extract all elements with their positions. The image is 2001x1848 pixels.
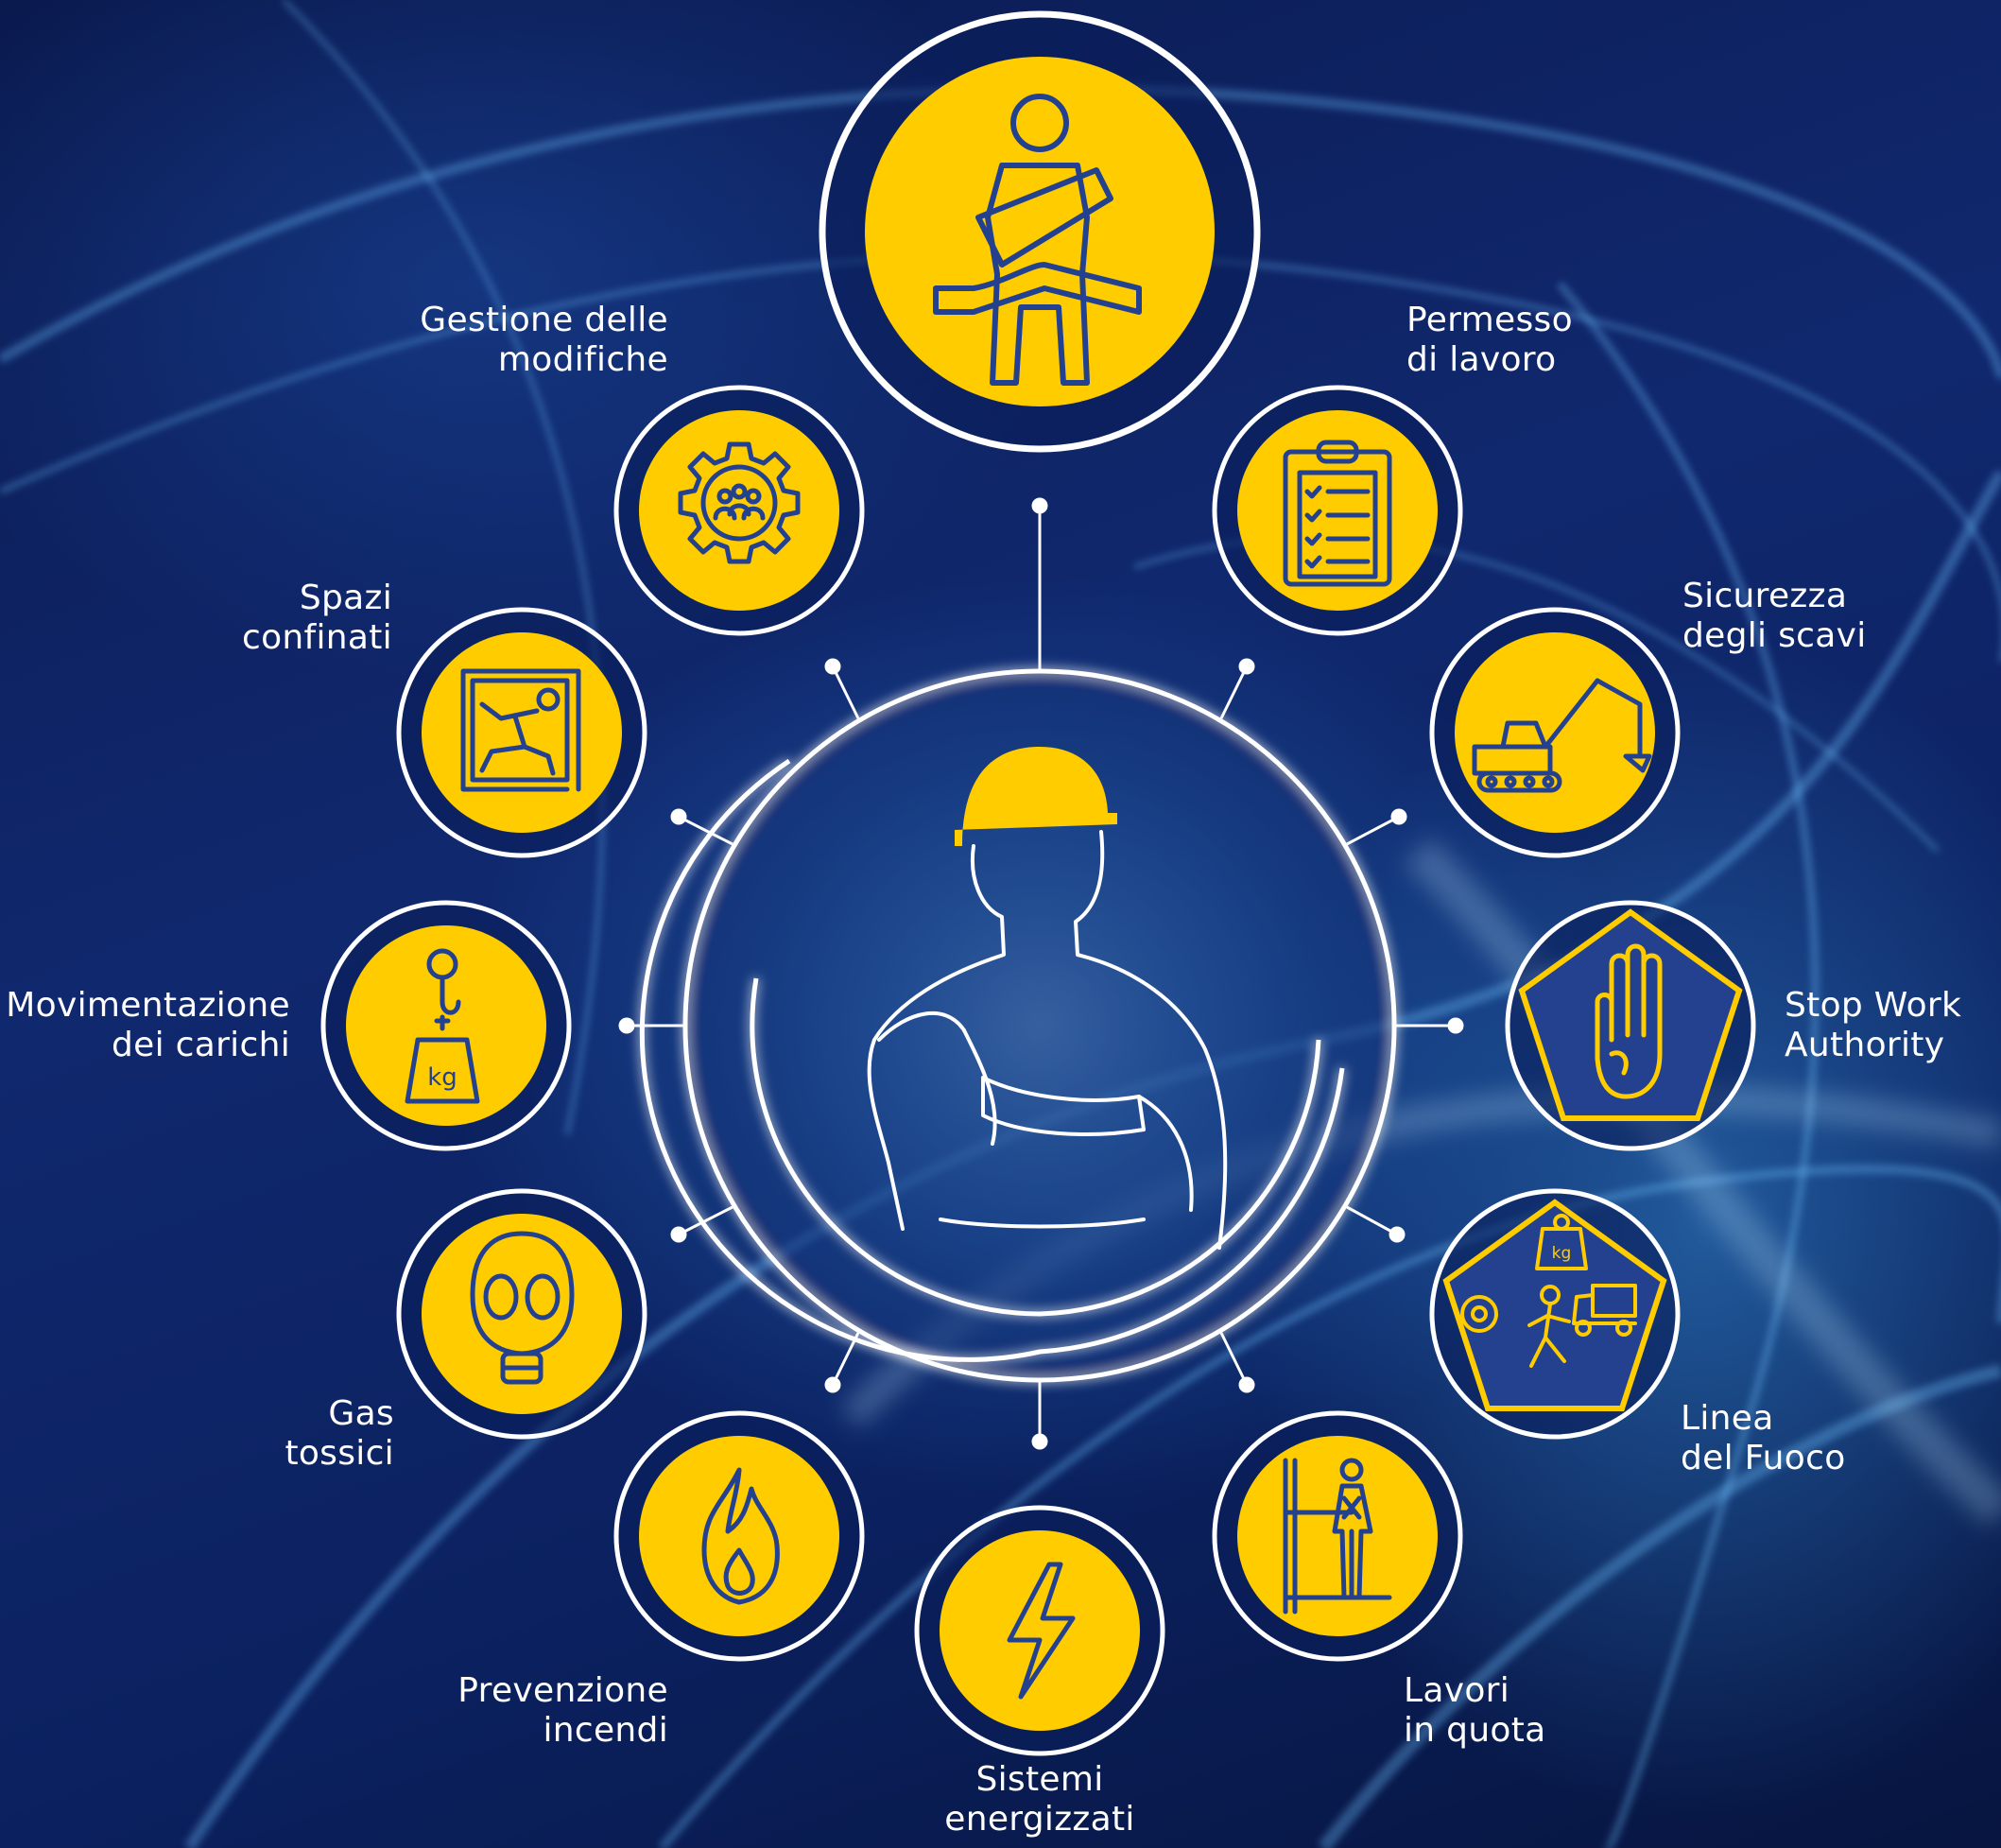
label-linea-del-fuoco: Linea del Fuoco [1681, 1399, 1846, 1477]
seatbelt-icon [933, 94, 1142, 386]
satellite-linea-del-fuoco: kg [1429, 1188, 1681, 1440]
clipboard-checklist-icon [1283, 440, 1392, 587]
satellite-permesso-di-lavoro [1212, 385, 1463, 636]
gas-mask-icon [470, 1231, 575, 1385]
excavator-icon [1472, 678, 1652, 793]
satellite-sicurezza-scavi [1429, 607, 1681, 858]
worker-hardhat-icon [867, 747, 1228, 1250]
flame-icon [701, 1467, 780, 1605]
satellite-prevenzione-incendi [613, 1410, 865, 1662]
gear-team-icon [678, 441, 801, 564]
lightning-bolt-icon [1007, 1562, 1076, 1700]
label-gas-tossici: Gas tossici [285, 1394, 394, 1473]
label-stop-work-authority: Stop Work Authority [1785, 986, 1962, 1064]
harness-scaffold-icon [1283, 1458, 1392, 1615]
label-permesso-di-lavoro: Permesso di lavoro [1406, 301, 1573, 379]
satellite-gestione-modifiche [613, 385, 865, 636]
connector-lines [618, 497, 1464, 1450]
stop-hand-icon [1595, 943, 1663, 1099]
hook-weight-label: kg [427, 1063, 457, 1092]
satellite-sistemi-energizzati [914, 1505, 1165, 1756]
line-of-fire-icon: kg [1460, 1214, 1637, 1368]
satellite-lavori-in-quota [1212, 1410, 1463, 1662]
confined-space-icon [460, 668, 581, 792]
line-of-fire-weight-label: kg [1552, 1244, 1572, 1263]
satellite-stop-work-authority [1505, 900, 1756, 1151]
label-movimentazione-carichi: Movimentazione dei carichi [6, 986, 290, 1064]
label-prevenzione-incendi: Prevenzione incendi [457, 1671, 668, 1750]
label-gestione-modifiche: Gestione delle modifiche [420, 301, 668, 379]
satellite-spazi-confinati [396, 607, 647, 858]
satellite-movimentazione-carichi: kg [320, 900, 572, 1151]
center-hub [639, 668, 1397, 1383]
top-circle [819, 10, 1261, 453]
label-lavori-in-quota: Lavori in quota [1404, 1671, 1546, 1750]
satellite-gas-tossici [396, 1188, 647, 1440]
label-sicurezza-scavi: Sicurezza degli scavi [1682, 577, 1867, 655]
label-spazi-confinati: Spazi confinati [241, 579, 392, 657]
hook-weight-icon: kg [405, 948, 480, 1104]
label-sistemi-energizzati: Sistemi energizzati [944, 1760, 1135, 1839]
